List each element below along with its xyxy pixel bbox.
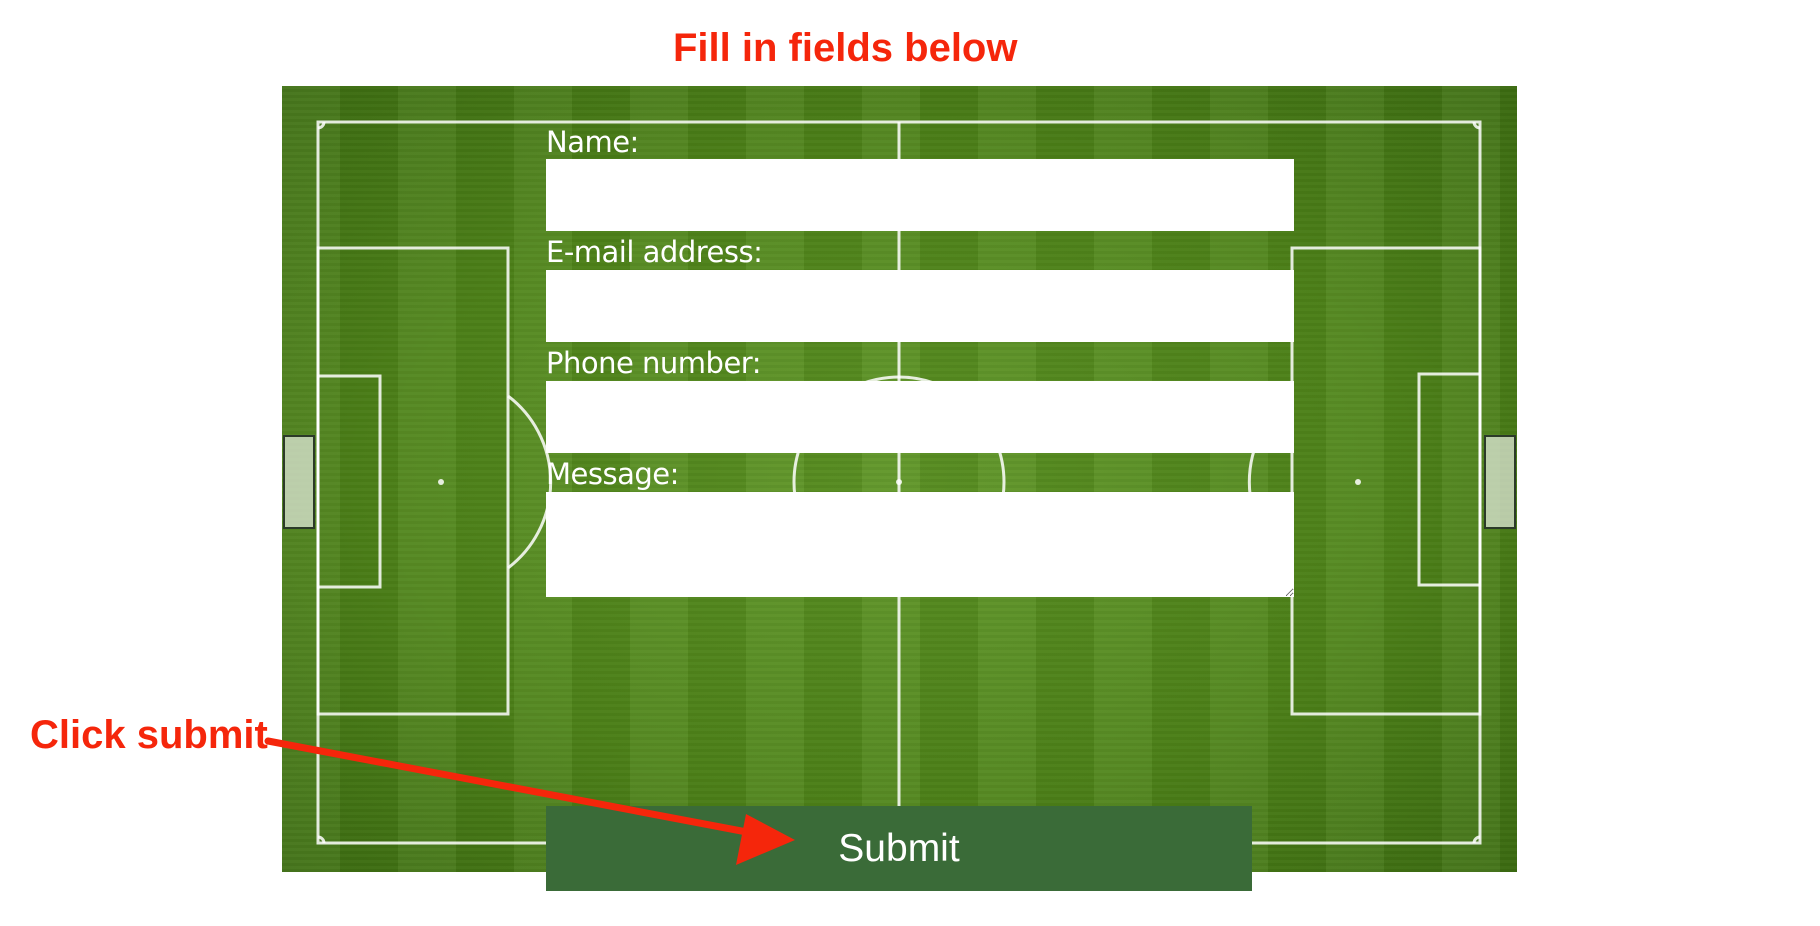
click-submit-instruction: Click submit [30, 713, 268, 757]
email-label: E-mail address: [546, 235, 763, 269]
email-input[interactable] [546, 270, 1294, 342]
submit-button[interactable]: Submit [546, 806, 1252, 891]
phone-label: Phone number: [546, 346, 762, 380]
fill-fields-instruction: Fill in fields below [673, 26, 1018, 70]
message-label: Message: [546, 457, 679, 491]
message-textarea[interactable] [546, 492, 1294, 597]
name-label: Name: [546, 125, 639, 159]
name-input[interactable] [546, 159, 1294, 231]
phone-input[interactable] [546, 381, 1294, 453]
